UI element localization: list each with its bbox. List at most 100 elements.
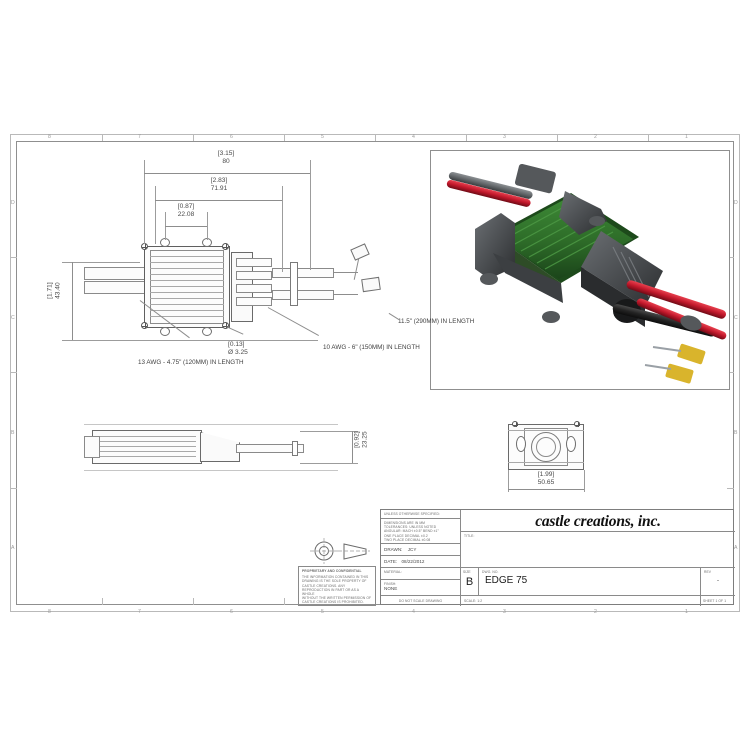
- first-angle-projection-icon: [310, 538, 370, 564]
- callout-battery-line2: 4.75" (120MM): [166, 359, 209, 366]
- dim-hole-dia-inch: [0.13]: [228, 341, 245, 348]
- proprietary-line-6: CASTLE CREATIONS IS PROHIBITED.: [302, 600, 364, 605]
- tb-finish-value: NONE: [384, 586, 398, 592]
- render-motor-leads: [612, 280, 727, 340]
- tb-scale-cell: SCALE: 1:2: [461, 596, 701, 606]
- render-end-caps: [475, 191, 607, 303]
- side-view-endcap-left: [84, 436, 100, 458]
- callout-motor-line3: IN LENGTH: [386, 344, 420, 351]
- battery-wire-lower: [84, 281, 146, 294]
- end-view-bore-outer: [531, 432, 561, 462]
- dim-height-mm: 23.25: [361, 431, 368, 448]
- zone-right-c: C: [734, 315, 738, 321]
- tb-size-label: SIZE: [463, 570, 471, 574]
- end-view-wire-right: [566, 436, 576, 452]
- dim-overall-length-inch: [3.15]: [217, 150, 235, 157]
- zone-top-1: 1: [685, 134, 689, 140]
- zone-left-d: D: [11, 200, 15, 206]
- render-battery-leads: [446, 163, 556, 207]
- tb-drawn-label: DRAWN:: [384, 547, 403, 552]
- tb-dwg-cell: DWG. NO. EDGE 75: [479, 568, 701, 596]
- tb-rev-value: -: [717, 578, 719, 585]
- title-block: UNLESS OTHERWISE SPECIFIED: DIMENSIONS A…: [380, 509, 735, 606]
- dim-hole-dia-mm: Ø 3.25: [228, 348, 248, 356]
- dim-height-inch: [0.92]: [353, 431, 361, 448]
- wire-tie: [290, 262, 298, 306]
- end-view-bore-inner: [536, 437, 556, 457]
- dim-body-length-mm: 71.91: [210, 184, 228, 192]
- zone-top-3: 3: [503, 134, 507, 140]
- tb-tol-3: ANGULAR: MACH ±0.5° BEND ±1°: [384, 529, 439, 534]
- callout-render-length: 11.5" (290MM) IN LENGTH: [398, 318, 475, 325]
- zone-right-d: D: [734, 200, 738, 206]
- tb-drawn-value: JCY: [407, 547, 417, 552]
- zone-right-b: B: [734, 430, 738, 436]
- callout-render-length-leader: 11.5" (290MM) IN LENGTH: [398, 318, 474, 326]
- tb-title-cell: TITLE:: [461, 532, 735, 568]
- proprietary-heading: PROPRIETARY AND CONFIDENTIAL: [302, 569, 362, 573]
- tb-tol-2: TOLERANCES: UNLESS NOTED: [384, 525, 437, 530]
- mounting-screw-bottom-right: [222, 322, 229, 329]
- dim-overall-width-mm: 43.40: [54, 282, 61, 299]
- tb-date-cell: DATE: 08/22/2012: [381, 556, 461, 568]
- tb-rev-label: REV: [704, 570, 712, 574]
- proprietary-line-3: CASTLE CREATIONS. ANY: [302, 583, 346, 588]
- tb-title-value: [461, 540, 735, 544]
- mounting-screw-top-left: [141, 243, 148, 250]
- tb-do-not-scale-cell: DO NOT SCALE DRAWING: [381, 596, 461, 606]
- proprietary-notice-block: PROPRIETARY AND CONFIDENTIAL THE INFORMA…: [298, 566, 376, 606]
- isometric-render-svg: [446, 163, 727, 384]
- zone-top-8: 8: [48, 134, 52, 140]
- render-mounting-tabs: [480, 216, 605, 323]
- zone-bottom-8: 8: [48, 609, 52, 615]
- zone-left-b: B: [11, 430, 15, 436]
- side-view-wire: [236, 444, 304, 453]
- tb-tol-4: ONE PLACE DECIMAL ±0.2: [384, 533, 428, 538]
- dim-body-length-inch: [2.83]: [210, 177, 228, 184]
- mounting-screw-top-right: [222, 243, 229, 250]
- tb-finish-label: FINISH:: [384, 582, 397, 586]
- dim-overall-width-inch: [1.71]: [46, 282, 54, 299]
- tb-tolerances-cell: DIMENSIONS ARE IN MM TOLERANCES: UNLESS …: [381, 519, 461, 544]
- zone-left-c: C: [11, 315, 15, 321]
- callout-battery-line3: IN LENGTH: [210, 359, 244, 366]
- tb-dwg-label: DWG. NO.: [482, 570, 499, 574]
- zone-top-4: 4: [412, 134, 416, 140]
- callout-motor-line1: 10 AWG -: [323, 344, 351, 351]
- tb-do-not-scale: DO NOT SCALE DRAWING: [398, 599, 443, 603]
- side-view-tie: [292, 441, 298, 456]
- mount-hole-left-lower: [160, 327, 170, 336]
- callout-motor-line2: 6" (150MM): [351, 344, 385, 351]
- zone-bottom-2: 2: [594, 609, 598, 615]
- tb-unless-cell: UNLESS OTHERWISE SPECIFIED:: [381, 510, 461, 519]
- tb-size-value: B: [465, 576, 474, 589]
- tb-material-cell: MATERIAL:: [381, 568, 461, 580]
- zone-top-6: 6: [230, 134, 234, 140]
- tb-unless-header: UNLESS OTHERWISE SPECIFIED:: [384, 512, 440, 516]
- dim-end-width-inch: [1.99]: [537, 471, 555, 478]
- zone-right-a: A: [734, 545, 738, 551]
- isometric-render-panel: [430, 150, 730, 390]
- tb-title-label: TITLE:: [464, 534, 475, 538]
- tb-date-label: DATE:: [384, 559, 398, 564]
- end-view-wire-left: [516, 436, 526, 452]
- tb-scale-label: SCALE: 1:2: [464, 599, 483, 603]
- zone-top-5: 5: [321, 134, 325, 140]
- callout-battery-line1: 13 AWG -: [138, 359, 166, 366]
- dim-hole-spacing-mm: 22.08: [177, 210, 195, 218]
- tb-size-cell: SIZE B: [461, 568, 479, 596]
- zone-left-a: A: [11, 545, 15, 551]
- zone-bottom-6: 6: [230, 609, 234, 615]
- dim-overall-length-mm: 80: [222, 157, 230, 165]
- proprietary-line-5: WITHOUT THE WRITTEN PERMISSION OF: [302, 596, 372, 601]
- tb-tol-1: DIMENSIONS ARE IN MM: [384, 521, 426, 525]
- tb-date-value: 08/22/2012: [401, 559, 425, 564]
- heatsink-outline: [150, 250, 224, 324]
- tb-company-name: castle creations, inc.: [535, 513, 661, 530]
- zone-bottom-3: 3: [503, 609, 507, 615]
- proprietary-line-4: REPRODUCTION IN PART OR AS A WHOLE: [302, 587, 359, 597]
- tb-sheet-cell: SHEET 1 OF 1: [701, 596, 735, 606]
- end-view-screw-right: [574, 421, 580, 427]
- tb-drawn-cell: DRAWN: JCY: [381, 544, 461, 556]
- zone-bottom-7: 7: [138, 609, 142, 615]
